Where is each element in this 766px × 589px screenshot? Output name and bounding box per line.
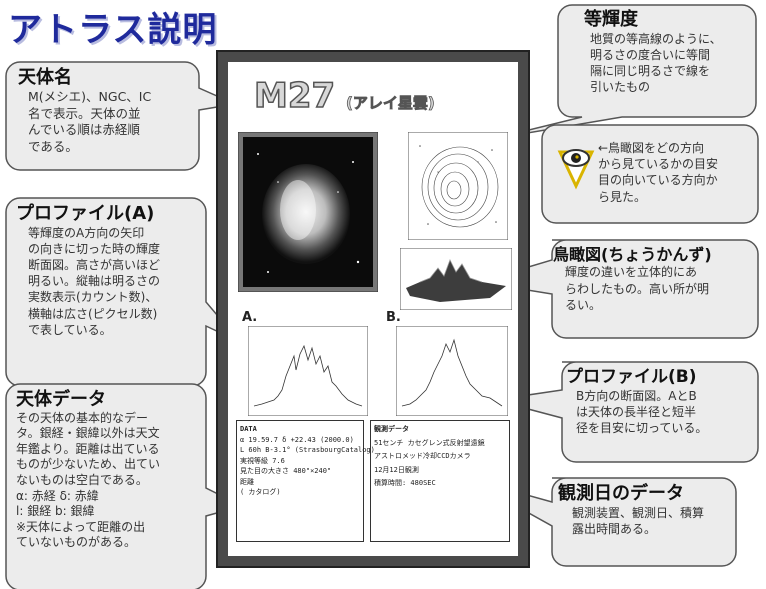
object-name: M27 <box>253 75 336 117</box>
nebula-photo <box>238 132 378 292</box>
isophote-map <box>408 132 508 240</box>
bubble-bird-eye-note <box>541 124 759 224</box>
observation-data-box: 観測データ 51センチ カセグレン式反射望遠鏡 アストロメッド冷却CCDカメラ … <box>370 420 510 542</box>
bubble-bird-eye <box>477 239 759 339</box>
callout-object-data: 天体データ その天体の基本的なデー タ。銀経・銀緯以外は天文 年鑑より。距離は出… <box>16 389 208 551</box>
atlas-sheet: M27 (アレイ星雲) <box>216 50 530 568</box>
bubble-profile-b <box>493 361 759 463</box>
callout-profile-b: プロファイル(B) B方向の断面図。AとB は天体の長半径と短半 径を目安に切っ… <box>566 367 756 436</box>
bubble-object-name <box>5 61 238 171</box>
callout-object-name: 天体名 M(メシエ)、NGC、IC 名で表示。天体の並 んでいる順は赤経順 であ… <box>18 67 198 156</box>
bubble-obs-data <box>465 477 737 567</box>
atlas-sheet-page: M27 (アレイ星雲) <box>228 62 518 556</box>
profile-a-chart <box>248 326 368 416</box>
eye-icon <box>557 149 595 190</box>
callout-heading: 天体名 <box>18 67 72 88</box>
callout-heading: プロファイル(B) <box>566 367 697 387</box>
profile-a-label: A. <box>242 310 258 325</box>
callout-heading: 鳥瞰図(ちょうかんず) <box>553 245 712 264</box>
object-alias: (アレイ星雲) <box>346 94 436 113</box>
bird-eye-view <box>400 248 512 310</box>
callout-bird-eye-note: ←鳥瞰図をどの方向 から見ているかの目安 目の向いている方向か ら見た。 <box>598 141 719 204</box>
profile-b-chart <box>396 326 508 416</box>
callout-bird-eye: 鳥瞰図(ちょうかんず) 輝度の違いを立体的にあ らわしたもの。高い所が明 るい。 <box>553 245 758 313</box>
object-data-box: DATA α 19.59.7 δ +22.43 (2000.0) L 60h B… <box>236 420 375 542</box>
callout-heading: 観測日のデータ <box>558 483 684 504</box>
bubble-object-data <box>5 383 245 589</box>
callout-profile-a: プロファイル(A) 等輝度のA方向の矢印 の向きに切った時の輝度 断面図。高さが… <box>16 203 208 338</box>
callout-heading: 天体データ <box>16 389 106 410</box>
callout-heading: 等輝度 <box>584 9 638 30</box>
callout-heading: プロファイル(A) <box>16 203 155 224</box>
page-title: アトラス説明 <box>8 10 218 50</box>
callout-isophote: 等輝度 地質の等高線のように、 明るさの度合いに等間 隔に同じ明るさで線を 引い… <box>584 9 752 95</box>
callout-obs-data: 観測日のデータ 観測装置、観測日、積算 露出時間ある。 <box>558 483 734 537</box>
profile-b-label: B. <box>386 310 401 325</box>
